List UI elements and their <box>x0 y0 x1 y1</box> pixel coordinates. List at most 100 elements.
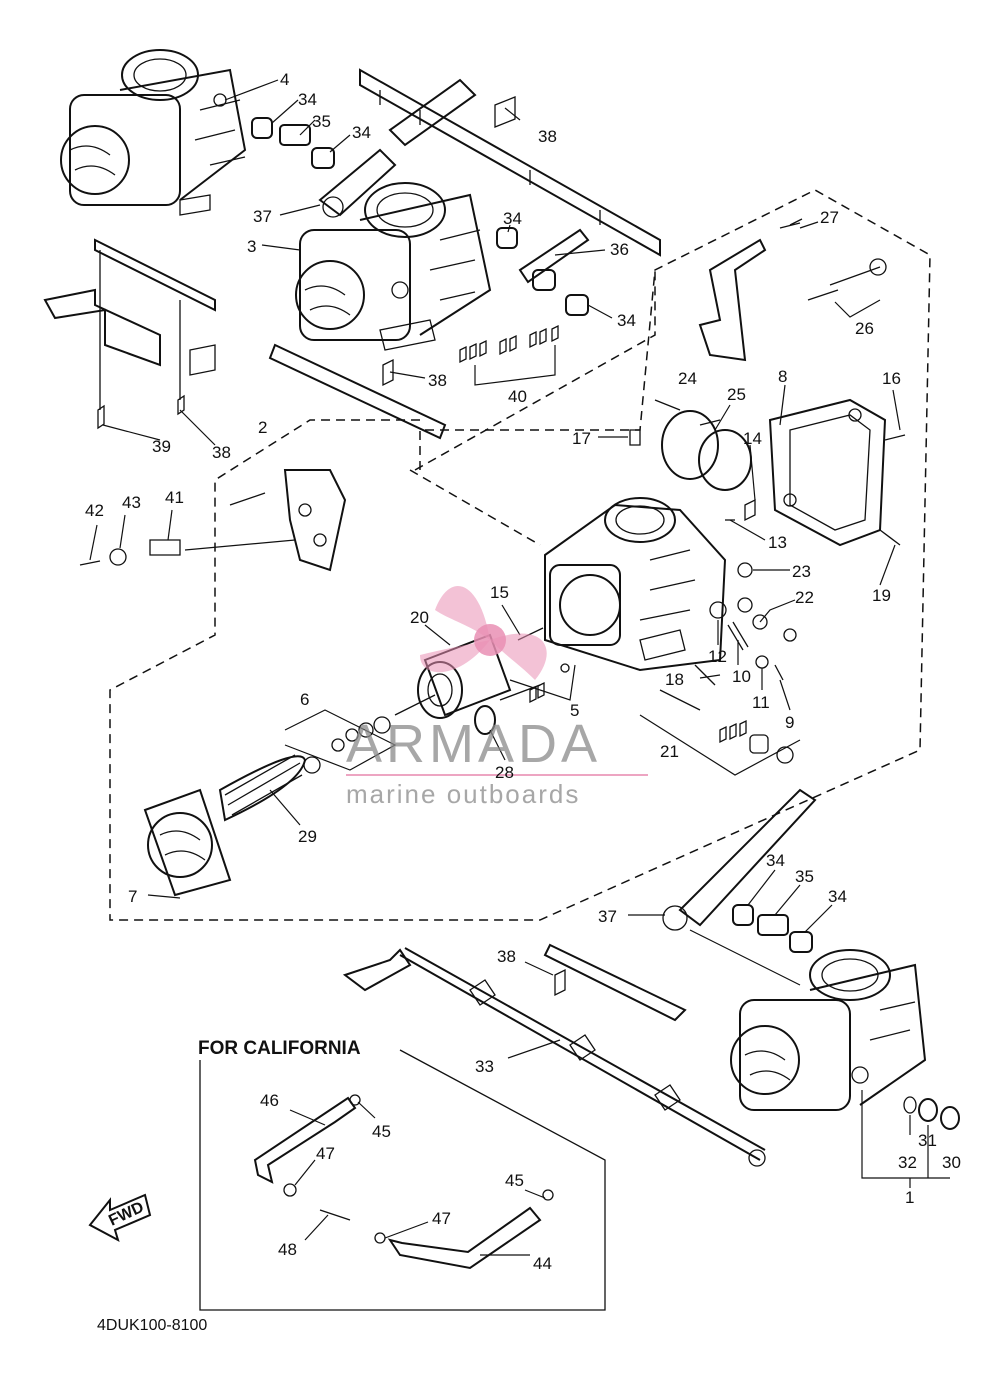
carburetor-middle <box>295 182 492 351</box>
callout-label: 42 <box>85 501 104 520</box>
callout-label: 5 <box>570 701 579 720</box>
callout-label: 31 <box>918 1131 937 1150</box>
callout-label: 46 <box>260 1091 279 1110</box>
callout-label: 37 <box>253 207 272 226</box>
callout-label: 45 <box>372 1122 391 1141</box>
california-label: FOR CALIFORNIA <box>198 1038 361 1059</box>
armada-watermark: ARMADA marine outboards <box>346 586 648 809</box>
subassembly-top-outline <box>414 270 656 471</box>
leader-37b-body <box>689 929 801 986</box>
callout-label: 39 <box>152 437 171 456</box>
screw-38-mid <box>382 358 394 387</box>
propeller-logo-icon <box>420 586 547 680</box>
needle-21 <box>639 689 801 776</box>
callout-label: 22 <box>795 588 814 607</box>
callout-label: 7 <box>128 887 137 906</box>
watermark-tagline: marine outboards <box>346 779 580 809</box>
callout-label: 34 <box>352 123 371 142</box>
linkage-27-26 <box>698 218 887 362</box>
callout-label: 2 <box>258 418 267 437</box>
parts-34-36 <box>496 227 590 316</box>
callout-label: 10 <box>732 667 751 686</box>
throttle-shaft-33 <box>342 947 766 1167</box>
carburetor-bottom-right <box>730 949 927 1111</box>
strip-38-bottom <box>543 943 687 1022</box>
diagram-code: 4DUK100-8100 <box>97 1317 207 1334</box>
spring-29 <box>218 754 307 822</box>
callout-label: 40 <box>508 387 527 406</box>
subassembly-2-divider <box>409 469 541 546</box>
callout-label: 34 <box>298 90 317 109</box>
callout-label: 45 <box>505 1171 524 1190</box>
callout-label: 19 <box>872 586 891 605</box>
callout-label: 35 <box>795 867 814 886</box>
callout-label: 6 <box>300 690 309 709</box>
callout-label: 38 <box>428 371 447 390</box>
callout-label: 41 <box>165 488 184 507</box>
springs-40 <box>459 324 559 386</box>
callout-label: 11 <box>752 693 770 712</box>
callout-label: 13 <box>768 533 787 552</box>
callout-label: 1 <box>905 1188 914 1207</box>
fwd-arrow-icon: FWD <box>88 1193 152 1243</box>
small-parts-right <box>694 434 906 686</box>
callout-label: 4 <box>280 70 289 89</box>
bracket-39-38 <box>43 238 216 430</box>
callout-label: 20 <box>410 608 429 627</box>
california-hoses <box>253 1094 554 1270</box>
callout-label: 16 <box>882 369 901 388</box>
callout-label: 21 <box>660 742 679 761</box>
callout-label: 33 <box>475 1057 494 1076</box>
callout-label: 14 <box>743 429 762 448</box>
callout-label: 28 <box>495 763 514 782</box>
callout-label: 37 <box>598 907 617 926</box>
callout-label: 47 <box>432 1209 451 1228</box>
cover-8 <box>768 398 887 547</box>
carburetor-top-left <box>60 49 247 216</box>
pin-24 <box>654 399 681 411</box>
watermark-brand: ARMADA <box>346 714 601 774</box>
callout-label: 34 <box>503 209 522 228</box>
callout-label: 35 <box>312 112 331 131</box>
washer-28 <box>474 705 496 735</box>
callout-label: 24 <box>678 369 697 388</box>
top-rail <box>359 68 661 257</box>
strip-middle <box>268 343 447 440</box>
callout-label: 34 <box>617 311 636 330</box>
connectors-top <box>251 117 397 218</box>
screw-17 <box>629 429 641 446</box>
callout-label: 25 <box>727 385 746 404</box>
callout-label: 18 <box>665 670 684 689</box>
cap-7 <box>143 788 232 897</box>
callout-label: 8 <box>778 367 787 386</box>
needle-5 <box>499 663 576 704</box>
callout-label: 12 <box>708 647 727 666</box>
california-box <box>199 1049 606 1311</box>
leader-lines <box>89 79 929 1256</box>
callout-label: 36 <box>610 240 629 259</box>
callout-label: 48 <box>278 1240 297 1259</box>
needle-jet-6 <box>284 694 436 774</box>
callout-label: 15 <box>490 583 509 602</box>
callout-label: 43 <box>122 493 141 512</box>
carburetor-main-body <box>544 497 727 672</box>
callout-label: 44 <box>533 1254 552 1273</box>
callout-label: 47 <box>316 1144 335 1163</box>
callout-label: 9 <box>785 713 794 732</box>
connectors-bottom <box>662 788 817 953</box>
callout-label: 34 <box>828 887 847 906</box>
callout-label: 26 <box>855 319 874 338</box>
diaphragm-25 <box>661 410 752 491</box>
callout-label: 32 <box>898 1153 917 1172</box>
callout-label: 27 <box>820 208 839 227</box>
callout-label: 34 <box>766 851 785 870</box>
subassembly-3-outline <box>109 189 931 921</box>
callout-label: 3 <box>247 237 256 256</box>
bracket-41-plate <box>79 469 347 572</box>
callout-label: 23 <box>792 562 811 581</box>
callout-label: 17 <box>572 429 591 448</box>
callout-labels: 4 34 35 34 38 37 34 27 3 36 34 26 40 38 … <box>85 70 961 1273</box>
callout-label: 38 <box>538 127 557 146</box>
callout-label: 38 <box>497 947 516 966</box>
